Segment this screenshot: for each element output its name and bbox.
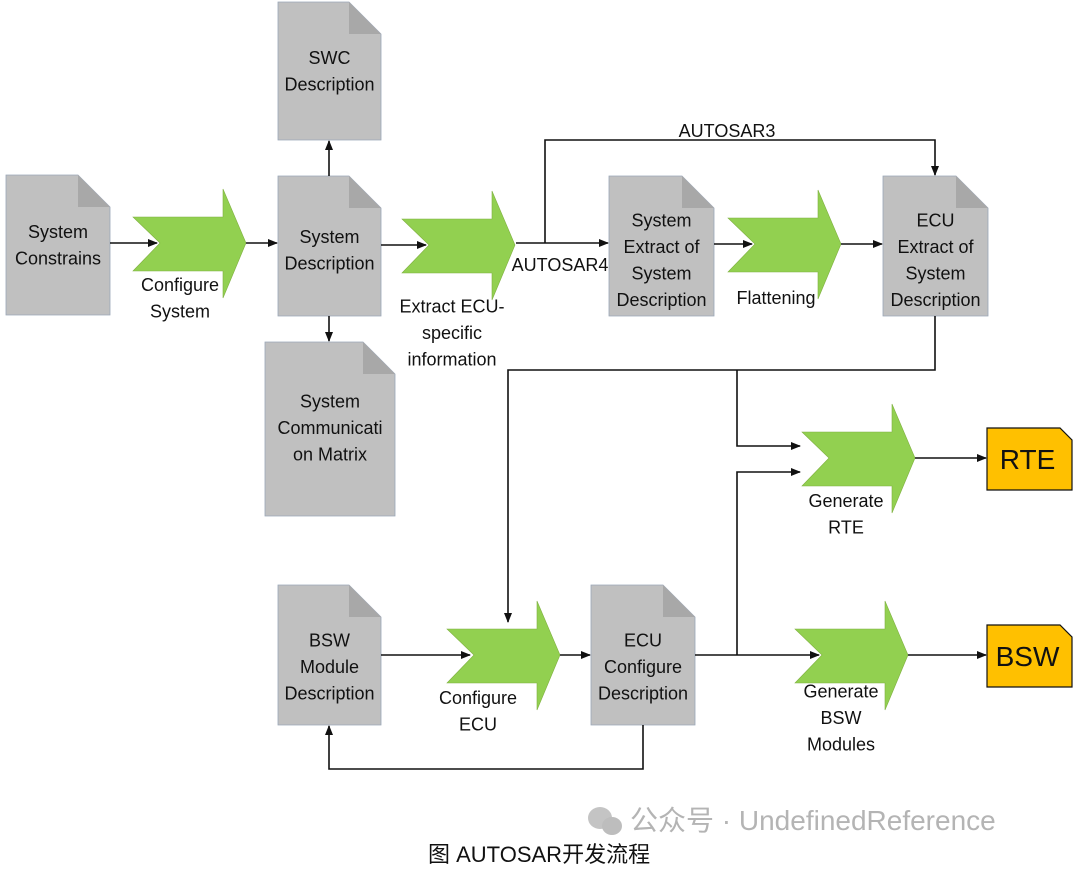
document-shape — [882, 175, 989, 317]
document-shape — [264, 341, 396, 517]
document-fold — [363, 342, 395, 374]
label-autosar3: AUTOSAR3 — [679, 121, 776, 141]
document-label: System — [300, 392, 360, 412]
process-arrow-shape — [727, 189, 842, 300]
edge-ecuextract-to-generate-rte — [736, 370, 801, 450]
document-label: System — [28, 222, 88, 242]
document-label: System — [631, 210, 691, 230]
document-swc-description: SWC Description — [277, 1, 382, 141]
document-label: Description — [616, 290, 706, 310]
document-label: Configure — [604, 657, 682, 677]
process-arrow-shape — [401, 190, 516, 301]
process-label: Configure — [439, 688, 517, 708]
document-shape — [608, 175, 715, 317]
document-shape — [277, 584, 382, 726]
watermark: 公众号 · UndefinedReference — [588, 804, 996, 838]
document-fold — [682, 176, 714, 208]
document-shape — [277, 1, 382, 141]
document-fold — [349, 585, 381, 617]
process-label: System — [150, 301, 210, 321]
watermark-text: 公众号 · UndefinedReference — [630, 805, 996, 836]
document-label: Extract of — [623, 237, 700, 257]
document-label: on Matrix — [293, 445, 367, 465]
document-label: Constrains — [15, 248, 101, 268]
document-shape — [5, 174, 111, 316]
figure-caption: 图 AUTOSAR开发流程 — [428, 842, 651, 867]
document-fold — [349, 176, 381, 208]
document-fold — [663, 585, 695, 617]
document-label: SWC — [309, 48, 351, 68]
output-bsw: BSW — [986, 624, 1073, 688]
document-fold — [78, 175, 110, 207]
document-label: System — [631, 263, 691, 283]
edge-ecuc-to-generate-rte — [736, 468, 801, 655]
process-label: Modules — [807, 735, 875, 755]
process-arrow-shape — [794, 600, 909, 711]
document-label: ECU — [624, 631, 662, 651]
document-label: Extract of — [897, 237, 974, 257]
document-shape — [590, 584, 696, 726]
process-label: Generate — [808, 491, 883, 511]
process-label: RTE — [828, 517, 864, 537]
edge-ecuextract-to-configure-ecu — [504, 316, 936, 623]
process-arrow-shape — [446, 600, 561, 711]
document-label: BSW — [309, 631, 350, 651]
process-label: BSW — [820, 708, 861, 728]
process-flattening: Flattening — [727, 189, 842, 308]
edge-autosar3 — [544, 139, 939, 243]
edge-ecuc-to-bswmd — [325, 725, 644, 770]
document-label: Communicati — [277, 418, 382, 438]
process-arrow-shape — [132, 188, 247, 299]
document-label: Module — [300, 657, 359, 677]
process-label: information — [407, 350, 496, 370]
document-shape — [277, 175, 382, 317]
document-fold — [349, 2, 381, 34]
document-label: Description — [284, 74, 374, 94]
output-label: BSW — [996, 641, 1060, 672]
document-label: Description — [284, 684, 374, 704]
output-rte: RTE — [986, 427, 1073, 491]
document-label: ECU — [916, 210, 954, 230]
document-fold — [956, 176, 988, 208]
process-label: Configure — [141, 275, 219, 295]
process-arrow-shape — [801, 403, 916, 514]
output-shape — [986, 624, 1073, 688]
output-label: RTE — [1000, 444, 1056, 475]
document-label: Description — [284, 253, 374, 273]
process-label: Flattening — [736, 288, 815, 308]
process-extract-ecu: Extract ECU-specific information — [399, 190, 516, 370]
document-label: Description — [598, 684, 688, 704]
process-label: ECU — [459, 714, 497, 734]
process-label: Generate — [803, 682, 878, 702]
process-label: specific — [422, 323, 482, 343]
document-label: Description — [890, 290, 980, 310]
label-autosar4: AUTOSAR4 — [512, 255, 609, 275]
process-label: Extract ECU- — [399, 297, 504, 317]
output-shape — [986, 427, 1073, 491]
document-label: System — [905, 263, 965, 283]
wechat-icon — [588, 807, 622, 835]
document-label: System — [299, 227, 359, 247]
